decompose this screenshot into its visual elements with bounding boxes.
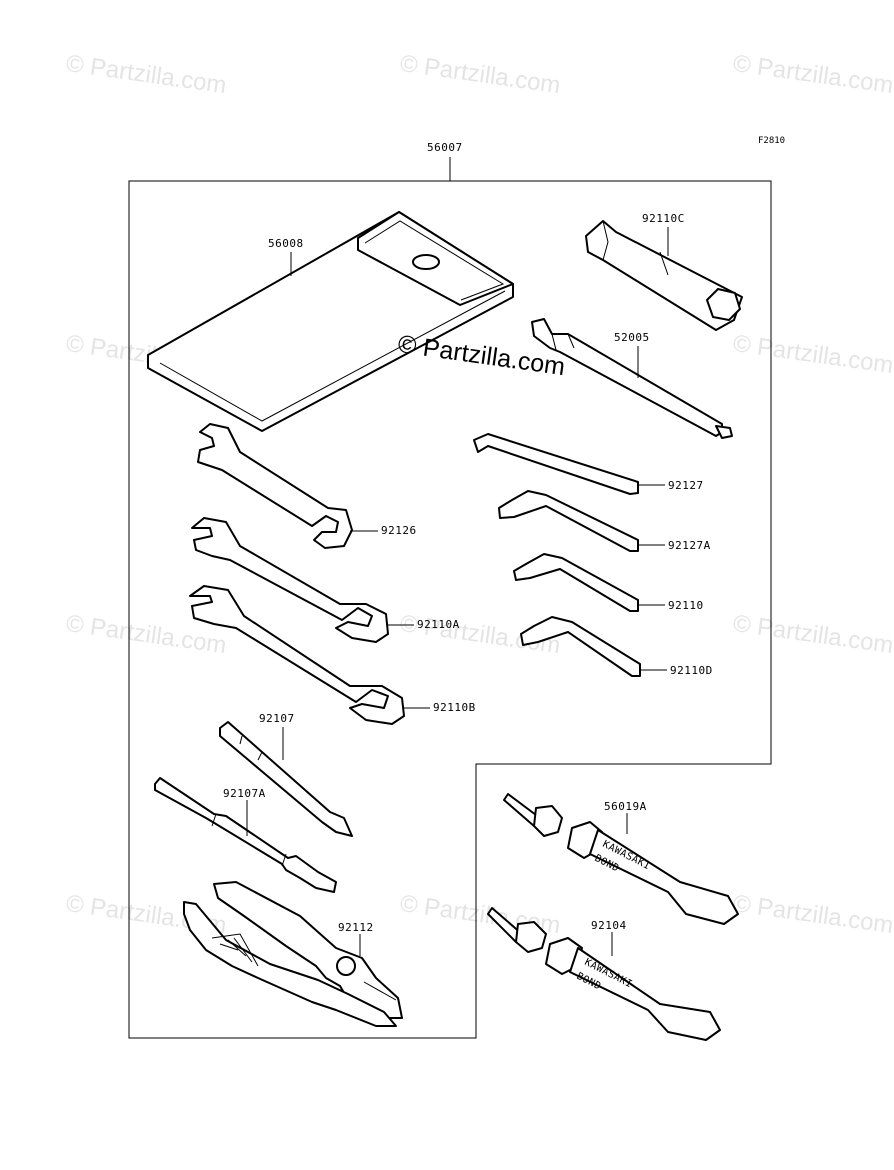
- pliers: [183, 881, 403, 1027]
- label-bit[interactable]: 92107: [259, 712, 295, 725]
- plug-handle: [531, 318, 733, 439]
- label-hex-3[interactable]: 92110: [668, 599, 704, 612]
- label-bond-2[interactable]: 92104: [591, 919, 627, 932]
- label-pliers[interactable]: 92112: [338, 921, 374, 934]
- label-plug-wrench[interactable]: 92110C: [642, 212, 685, 225]
- label-case[interactable]: 56008: [268, 237, 304, 250]
- label-bond-1[interactable]: 56019A: [604, 800, 647, 813]
- bond-tube-2: KAWASAKI BOND: [487, 907, 721, 1041]
- open-wrench-2: [191, 517, 389, 643]
- open-wrench-3: [189, 585, 405, 725]
- label-hex-1[interactable]: 92127: [668, 479, 704, 492]
- label-open-3[interactable]: 92110B: [433, 701, 476, 714]
- label-hex-4[interactable]: 92110D: [670, 664, 713, 677]
- hex-wrench-2: [498, 490, 639, 552]
- label-screwdriver[interactable]: 92107A: [223, 787, 266, 800]
- tool-case: [147, 211, 514, 432]
- open-wrench-1: [197, 423, 353, 549]
- label-open-2[interactable]: 92110A: [417, 618, 460, 631]
- plug-wrench: [585, 220, 743, 331]
- figure-code: F2810: [758, 136, 786, 146]
- hex-wrench-3: [513, 553, 639, 612]
- screwdriver: [154, 777, 337, 893]
- kit-outline: [128, 180, 772, 1039]
- label-plug-handle[interactable]: 52005: [614, 331, 650, 344]
- hex-wrench-1: [473, 433, 639, 495]
- label-kit[interactable]: 56007: [427, 141, 463, 154]
- label-open-1[interactable]: 92126: [381, 524, 417, 537]
- bond-tube-1: KAWASAKI BOND: [503, 793, 739, 925]
- hex-wrench-4: [520, 616, 641, 677]
- screwdriver-bit: [219, 721, 353, 837]
- label-hex-2[interactable]: 92127A: [668, 539, 711, 552]
